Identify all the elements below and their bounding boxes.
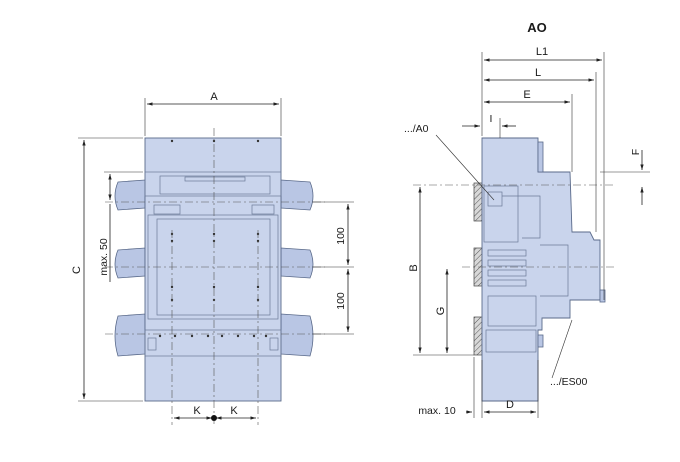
front-view: A C max. 50 100 100 K K bbox=[71, 91, 354, 425]
busbar-middle bbox=[114, 247, 314, 279]
label-a0: .../A0 bbox=[404, 123, 429, 135]
dim-label-100-bottom: 100 bbox=[335, 292, 347, 310]
dim-label-b: B bbox=[408, 264, 420, 271]
dim-label-max50: max. 50 bbox=[98, 238, 110, 276]
dim-label-k-left: K bbox=[193, 405, 201, 417]
leader-a0 bbox=[435, 134, 495, 201]
bottom-terminal-side bbox=[485, 329, 537, 353]
dim-label-l1: L1 bbox=[536, 46, 548, 58]
busbar-top bbox=[114, 179, 314, 211]
cover-profile bbox=[540, 244, 569, 297]
device-body-front bbox=[144, 137, 282, 402]
terminal-screws bbox=[147, 337, 279, 351]
handle-area bbox=[159, 175, 271, 195]
side-view: AO L1 L bbox=[404, 20, 650, 418]
contact-block-top bbox=[483, 185, 519, 243]
bottom-terminal-strip bbox=[144, 329, 282, 357]
contact-screw bbox=[487, 191, 503, 207]
handle-tip bbox=[599, 289, 606, 303]
leader-es00 bbox=[551, 319, 573, 379]
plate-top bbox=[473, 182, 483, 222]
dim-label-d: D bbox=[506, 399, 514, 411]
busbar-bottom bbox=[114, 313, 314, 357]
dim-label-k-right: K bbox=[230, 405, 238, 417]
device-body-side bbox=[481, 137, 601, 402]
side-rail-bottom bbox=[537, 334, 544, 348]
dim-label-a: A bbox=[210, 91, 218, 103]
terminal-left bbox=[153, 204, 181, 215]
contact-arm bbox=[502, 195, 541, 239]
dim-label-e: E bbox=[523, 89, 530, 101]
dim-label-f: F bbox=[630, 149, 642, 155]
dim-label-g: G bbox=[435, 307, 447, 316]
dim-label-c: C bbox=[71, 266, 83, 274]
terminal-right bbox=[251, 204, 275, 215]
dim-label-max10: max. 10 bbox=[418, 405, 456, 417]
handle-slot bbox=[184, 176, 246, 182]
side-rail-top bbox=[537, 141, 544, 173]
side-view-title: AO bbox=[527, 20, 547, 35]
reference-point bbox=[211, 415, 217, 421]
plate-bottom bbox=[473, 316, 483, 356]
dim-label-100-top: 100 bbox=[335, 227, 347, 245]
dim-label-i: I bbox=[490, 113, 493, 125]
contact-block-bottom bbox=[487, 295, 537, 327]
label-es00: .../ES00 bbox=[550, 376, 588, 388]
dim-label-l: L bbox=[535, 67, 541, 79]
top-cover bbox=[144, 171, 282, 197]
fuse-fins bbox=[487, 249, 527, 287]
